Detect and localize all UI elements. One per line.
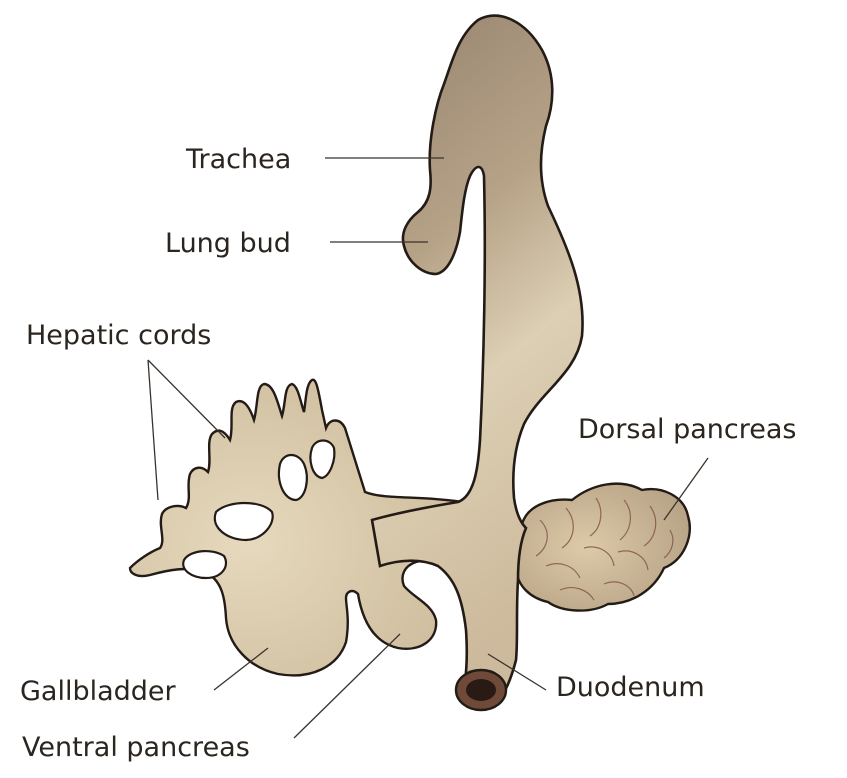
gallbladder-label: Gallbladder [20,676,177,707]
hepatic-cords-leader-2 [148,360,225,438]
hepatic-cords-leader-1 [148,360,158,500]
lung-bud-label: Lung bud [165,228,291,259]
dorsal-pancreas [516,484,690,611]
duodenum-lumen-inner [466,679,496,701]
trachea-label: Trachea [185,144,291,175]
duodenum-label: Duodenum [556,672,705,703]
dorsal-pancreas-label: Dorsal pancreas [578,414,796,445]
hepatic-gap [183,551,226,578]
hepatic-cords-label: Hepatic cords [26,320,211,351]
ventral-pancreas-label: Ventral pancreas [22,732,250,763]
